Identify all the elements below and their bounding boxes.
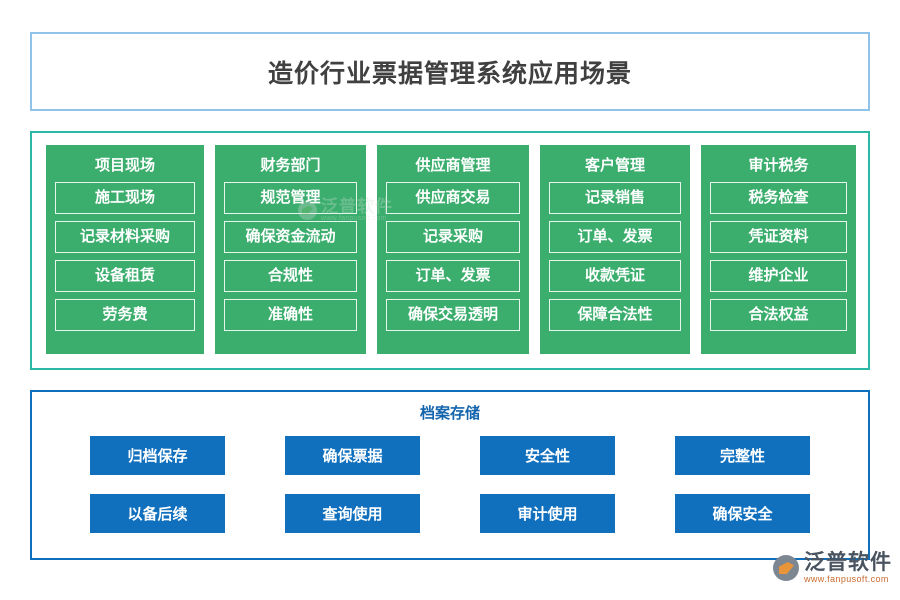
scenario-item[interactable]: 保障合法性 (549, 299, 681, 331)
scenario-item[interactable]: 供应商交易 (386, 182, 520, 214)
archive-item[interactable]: 确保安全 (675, 494, 810, 533)
scenario-item[interactable]: 记录采购 (386, 221, 520, 253)
archive-item[interactable]: 以备后续 (90, 494, 225, 533)
scenario-item[interactable]: 收款凭证 (549, 260, 681, 292)
scenario-column-finance[interactable]: 财务部门 规范管理 确保资金流动 合规性 准确性 (215, 145, 366, 354)
archive-item[interactable]: 安全性 (480, 436, 615, 475)
brand-logo: 泛普软件 www.fanpusoft.com (773, 552, 892, 584)
brand-url: www.fanpusoft.com (804, 574, 889, 584)
archive-item[interactable]: 归档保存 (90, 436, 225, 475)
scenario-item[interactable]: 规范管理 (224, 182, 357, 214)
scenario-column-project-site[interactable]: 项目现场 施工现场 记录材料采购 设备租赁 劳务费 (46, 145, 204, 354)
page-title: 造价行业票据管理系统应用场景 (267, 59, 632, 88)
scenario-item[interactable]: 确保资金流动 (224, 221, 357, 253)
scenarios-section: 项目现场 施工现场 记录材料采购 设备租赁 劳务费 财务部门 规范管理 确保资金… (30, 131, 870, 370)
scenario-item[interactable]: 记录销售 (549, 182, 681, 214)
scenario-column-audit-tax[interactable]: 审计税务 税务检查 凭证资料 维护企业 合法权益 (701, 145, 856, 354)
archive-grid: 归档保存 确保票据 安全性 完整性 以备后续 查询使用 审计使用 确保安全 (60, 436, 840, 533)
scenario-item[interactable]: 设备租赁 (55, 260, 195, 292)
scenario-item[interactable]: 税务检查 (710, 182, 847, 214)
fanpu-logo-icon (773, 555, 799, 581)
scenario-column-customer[interactable]: 客户管理 记录销售 订单、发票 收款凭证 保障合法性 (540, 145, 690, 354)
scenario-item[interactable]: 订单、发票 (386, 260, 520, 292)
scenario-column-title: 供应商管理 (415, 157, 491, 174)
scenario-column-title: 审计税务 (748, 157, 809, 174)
archive-item[interactable]: 确保票据 (285, 436, 420, 475)
scenario-item[interactable]: 记录材料采购 (55, 221, 195, 253)
archive-section: 档案存储 归档保存 确保票据 安全性 完整性 以备后续 查询使用 审计使用 确保… (30, 390, 870, 560)
scenario-column-supplier[interactable]: 供应商管理 供应商交易 记录采购 订单、发票 确保交易透明 (377, 145, 529, 354)
archive-item[interactable]: 完整性 (675, 436, 810, 475)
scenario-item[interactable]: 凭证资料 (710, 221, 847, 253)
scenario-item[interactable]: 准确性 (224, 299, 357, 331)
scenario-column-title: 财务部门 (260, 157, 321, 174)
scenario-item[interactable]: 劳务费 (55, 299, 195, 331)
archive-section-title: 档案存储 (419, 405, 480, 422)
scenario-columns: 项目现场 施工现场 记录材料采购 设备租赁 劳务费 财务部门 规范管理 确保资金… (32, 133, 868, 368)
scenario-column-title: 项目现场 (94, 157, 155, 174)
archive-item[interactable]: 审计使用 (480, 494, 615, 533)
scenario-column-title: 客户管理 (584, 157, 645, 174)
scenario-item[interactable]: 合法权益 (710, 299, 847, 331)
archive-item[interactable]: 查询使用 (285, 494, 420, 533)
scenario-item[interactable]: 维护企业 (710, 260, 847, 292)
scenario-item[interactable]: 订单、发票 (549, 221, 681, 253)
brand-name: 泛普软件 (804, 551, 892, 574)
header-banner: 造价行业票据管理系统应用场景 (30, 32, 870, 111)
scenario-item[interactable]: 合规性 (224, 260, 357, 292)
scenario-item[interactable]: 确保交易透明 (386, 299, 520, 331)
scenario-item[interactable]: 施工现场 (55, 182, 195, 214)
